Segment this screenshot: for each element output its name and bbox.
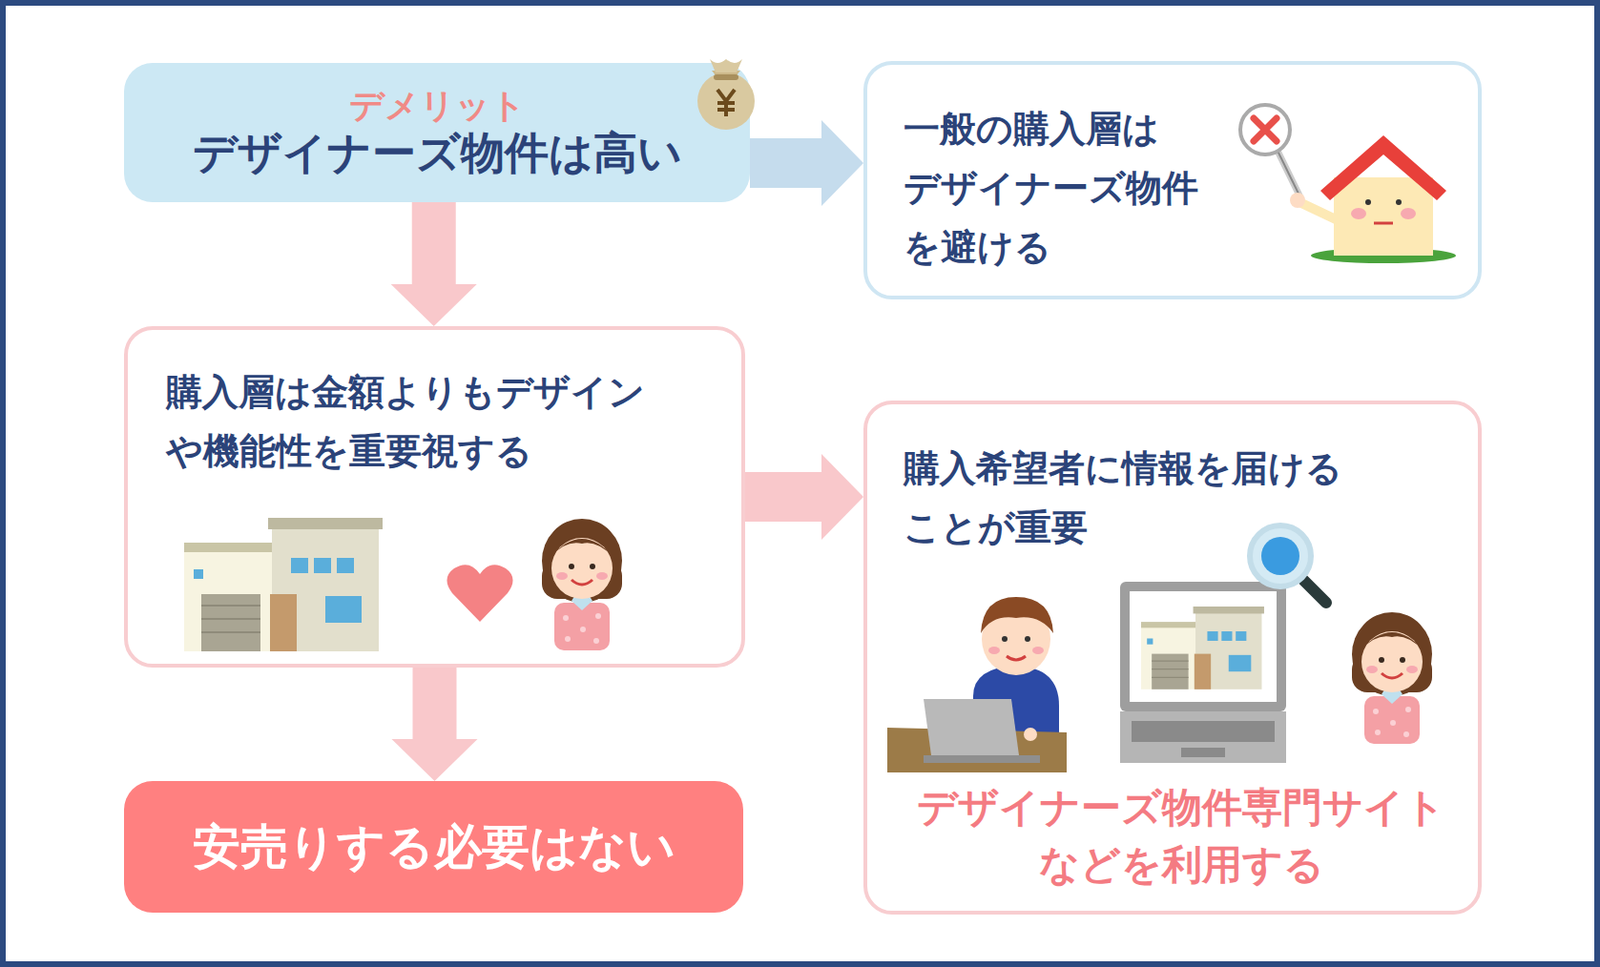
buyer-box: 購入層は金額よりもデザイン や機能性を重要視する xyxy=(124,326,746,668)
box-text: 一般の購入層は デザイナーズ物件 を避ける xyxy=(903,99,1228,277)
woman xyxy=(541,519,623,651)
flow-arrow xyxy=(391,202,478,327)
demerit-box: デメリットデザイナーズ物件は高い xyxy=(124,62,750,203)
info-box: 購入希望者に情報を届ける ことが重要デザイナーズ物件専門サイト などを利用する xyxy=(863,400,1482,915)
avoid-box: 一般の購入層は デザイナーズ物件 を避ける xyxy=(863,61,1482,300)
conclusion-box: 安売りする必要はない xyxy=(124,781,744,914)
box-subtext: デザイナーズ物件は高い xyxy=(192,125,683,182)
laptop xyxy=(1120,581,1287,764)
box-text: デメリット xyxy=(349,84,526,126)
heart xyxy=(446,564,513,623)
money-bag xyxy=(697,59,755,130)
house-character xyxy=(1240,104,1456,264)
box-text: 安売りする必要はない xyxy=(192,818,676,876)
man-at-laptop xyxy=(887,597,1067,773)
flow-arrow xyxy=(749,120,864,207)
flow-arrow xyxy=(745,454,864,541)
flow-arrow xyxy=(392,667,478,782)
woman xyxy=(1351,612,1433,745)
box-text: 購入希望者に情報を届ける ことが重要 xyxy=(903,438,1438,558)
box-subtext: デザイナーズ物件専門サイト などを利用する xyxy=(914,779,1449,894)
magnifier xyxy=(1249,525,1327,603)
designer-house xyxy=(184,518,383,652)
box-text: 購入層は金額よりもデザイン や機能性を重要視する xyxy=(166,362,720,481)
